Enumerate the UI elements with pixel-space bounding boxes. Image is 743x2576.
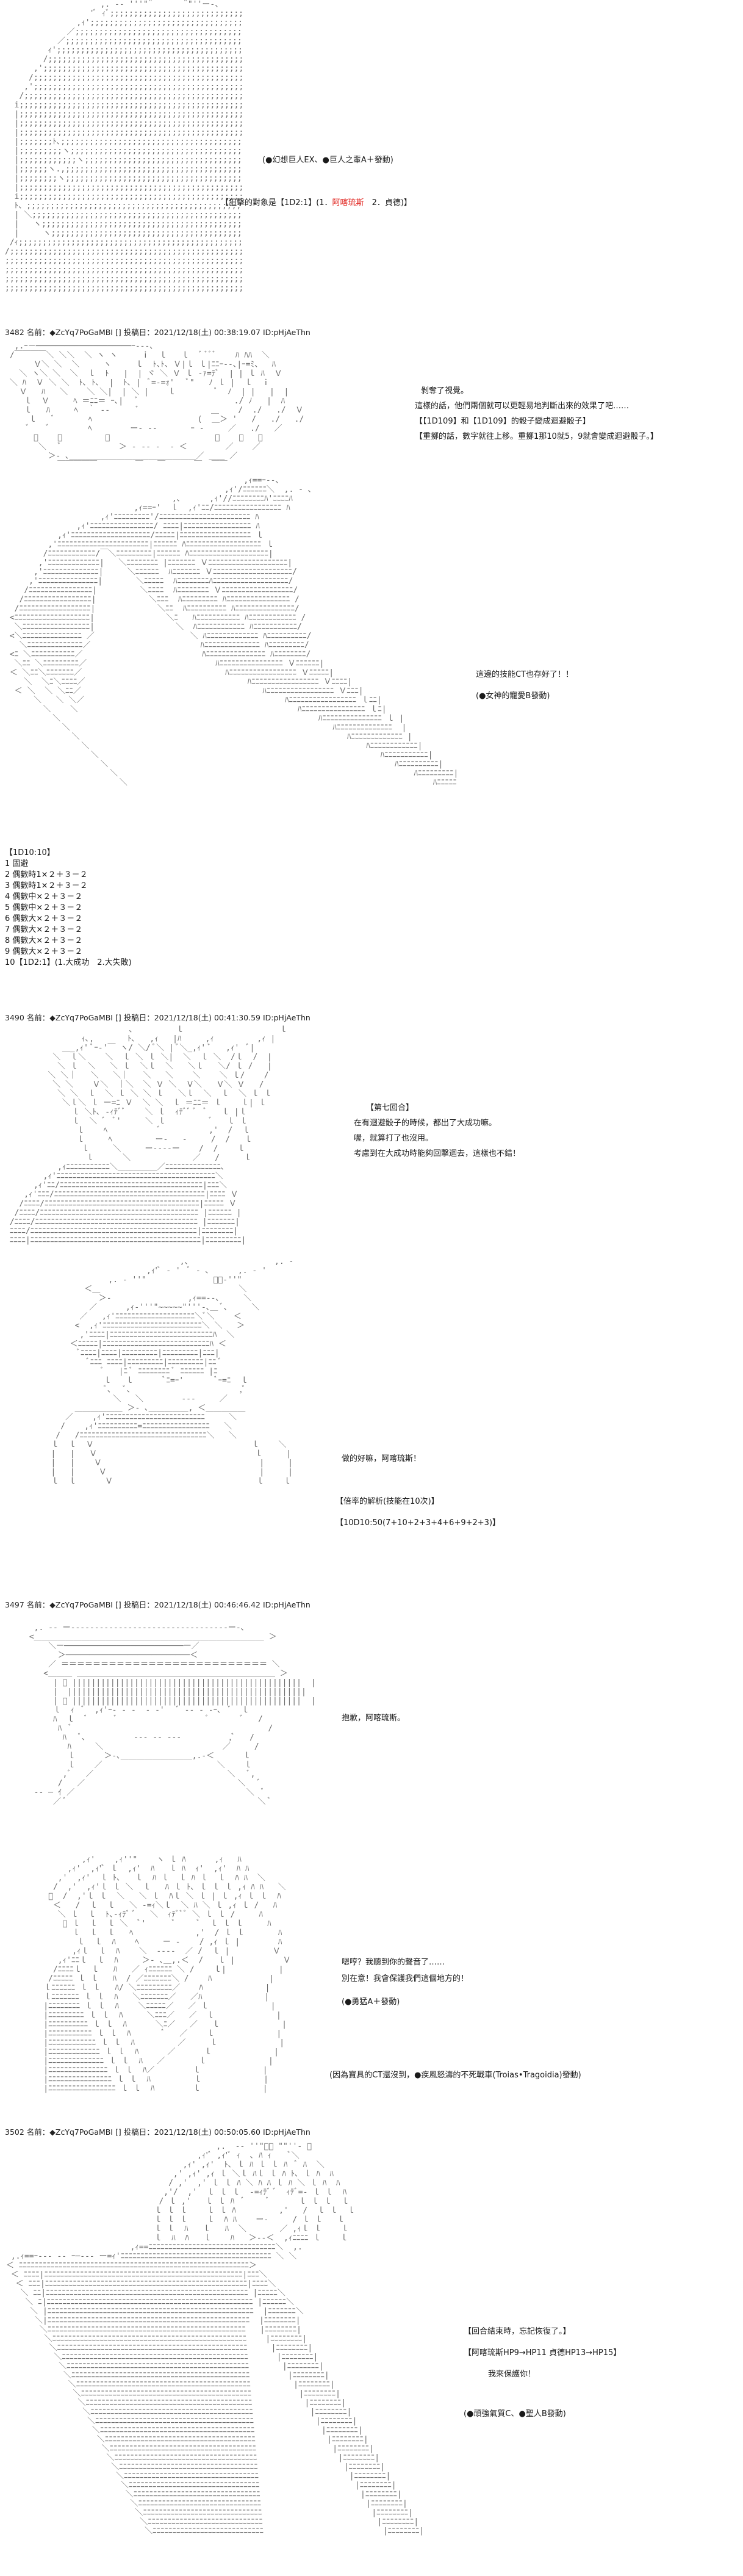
ascii-art-figure-3: ,ｨ==ｰ--､ ,ｨ'/ﾆﾆﾆﾆﾆﾆ＼ ,. ‐ ､ ,､ ,ｨ'//ﾆﾆﾆﾆ… bbox=[9, 476, 456, 787]
post3482-line-2: 這樣的話，他們兩個就可以更輕易地判斷出來的效果了吧…… bbox=[415, 402, 630, 411]
post3482-line-4: 【重擲的話，數字就往上移。重擲1那10就5，9就會變成迴避骰子。】 bbox=[415, 432, 658, 441]
post3490-line-4: 考慮到在大成功時能夠回擊迴去，這樣也不錯！ bbox=[354, 1149, 521, 1158]
post-header-3497: 3497 名前：◆ZcYq7PoGaMBI [] 投稿日：2021/12/18(… bbox=[5, 1600, 310, 1609]
ascii-art-figure-2: ,.ｰ－────────────────────ｰ‐--､ /￣￣￣￣＼ ＼＼ … bbox=[9, 342, 304, 470]
post3502-line-4: (●頑強氣質C、●聖人B發動) bbox=[464, 2409, 566, 2419]
target-roll-highlight: 阿喀琉斯 bbox=[332, 198, 364, 207]
ascii-art-figure-8: ,. -‐ ''"ﾞﾞ ""''- ､ ,ｨ'ﾞ ,ｨ'ﾞ ｨ ､ ﾊ ｨ ﾞ＼… bbox=[6, 2142, 425, 2536]
target-roll-suffix: 2．貞德)】 bbox=[364, 198, 412, 207]
caption-skill-activation: (●幻想巨人EX、●巨人之輩A＋發動) bbox=[262, 156, 393, 165]
ascii-art-figure-7: ,ｨ' ,ｨ''" ヽ ｌ ﾊ ,ｨ ﾊ ,ｨ' ,ｨ'ﾞ ｌ ,ｨ' ﾊ ｌ … bbox=[43, 1855, 291, 2093]
roll-line-4: 4 偶數中×２＋３－２ bbox=[5, 892, 83, 901]
post3490-line-2: 在有迴避骰子的時候，都出了大成功嘛。 bbox=[354, 1119, 497, 1128]
roll-line-10: 10【1D2:1】(1.大成功 2.大失敗) bbox=[5, 958, 132, 967]
post3490-line-5: 做的好嘛，阿喀琉斯！ bbox=[342, 1454, 422, 1463]
post3497-line-5: (因為寶具的CT還沒到，●疾風怒濤的不死戰車(Troias•Tragoidia)… bbox=[329, 2071, 581, 2080]
roll-line-8: 8 偶數大×２＋３－２ bbox=[5, 936, 83, 945]
ascii-art-figure-1: ,. -‐ '''"¨ ￣ ￣ ¨"''ー-、 'ﾞ ｨﾞ;;;;;;;;;;;… bbox=[5, 0, 243, 293]
post3502-line-1: 【回合結束時，忘記恢復了。】 bbox=[464, 2327, 571, 2336]
post3482-line-5: 這邊的技能CT也存好了！！ bbox=[476, 670, 574, 679]
post3490-line-1: 【第七回合】 bbox=[366, 1103, 414, 1113]
roll-line-6: 6 偶數大×２＋３－２ bbox=[5, 914, 83, 923]
target-roll-prefix: 【狙擊的對象是【1D2:1】(1． bbox=[221, 198, 332, 207]
post3482-line-3: 【【1D109】和【1D109】的骰子變成迴避骰子】 bbox=[415, 417, 590, 426]
post3502-line-2: 【阿喀琉斯HP9→HP11 貞德HP13→HP15】 bbox=[464, 2348, 622, 2358]
caption-target-roll: 【狙擊的對象是【1D2:1】(1．阿喀琉斯 2．貞德)】 bbox=[221, 197, 412, 210]
post3490-line-6: 【倍率的解析(技能在10次)】 bbox=[336, 1497, 439, 1506]
roll-line-7: 7 偶數大×２＋３－２ bbox=[5, 925, 83, 934]
post3497-line-1: 抱歉，阿喀琉斯。 bbox=[342, 1714, 406, 1723]
roll-title: 【1D10:10】 bbox=[5, 848, 55, 857]
post-header-3490: 3490 名前：◆ZcYq7PoGaMBI [] 投稿日：2021/12/18(… bbox=[5, 1013, 310, 1022]
roll-line-9: 9 偶數大×２＋３－２ bbox=[5, 947, 83, 956]
post3482-line-1: 剝奪了視覺。 bbox=[421, 386, 469, 395]
post3490-line-7: 【10D10:50(7+10+2+3+4+6+9+2+3)】 bbox=[336, 1518, 501, 1528]
post3490-line-3: 喔，就算打了也沒用。 bbox=[354, 1134, 434, 1143]
ascii-art-figure-5: ,､ ,. ‐ ,ｨ'ﾞ ‐ ' ﾞ ‐ ､ ,. ‐ ' ,. ‐ ''" ﾞ… bbox=[51, 1257, 294, 1486]
roll-line-2: 2 偶數時1×２＋３－２ bbox=[5, 870, 88, 879]
roll-line-1: 1 固避 bbox=[5, 859, 29, 868]
roll-line-5: 5 偶數中×２＋３－２ bbox=[5, 903, 83, 912]
ascii-art-figure-4: ､ ｌ ｌ ｨ､, ﾄ､ ,ｨ |ﾊ ,ｨ ,ｨ | ＿_,ｨ' ﾞｰ‐'￣ ヽ… bbox=[9, 1025, 287, 1245]
post3502-line-3: 我來保護你！ bbox=[488, 2370, 536, 2379]
roll-line-3: 3 偶數時1×２＋３－２ bbox=[5, 881, 88, 890]
post-header-3502: 3502 名前：◆ZcYq7PoGaMBI [] 投稿日：2021/12/18(… bbox=[5, 2127, 310, 2137]
post-header-3482: 3482 名前：◆ZcYq7PoGaMBI [] 投稿日：2021/12/18(… bbox=[5, 328, 310, 337]
post3497-line-4: (●勇猛A＋發動) bbox=[342, 1997, 400, 2007]
post3497-line-2: 嗯哼？我聽到你的聲音了…… bbox=[342, 1958, 445, 1967]
ascii-art-figure-6: ,. -‐ ー‐‐‐‐‐‐‐‐‐‐‐‐‐‐‐‐‐‐‐‐‐‐‐‐‐‐‐‐‐‐‐‐‐… bbox=[29, 1623, 317, 1806]
post3482-line-6: (●女神的寵愛B發動) bbox=[476, 691, 550, 701]
post3497-line-3: 別在意！我會保護我們這個地方的！ bbox=[342, 1974, 469, 1983]
